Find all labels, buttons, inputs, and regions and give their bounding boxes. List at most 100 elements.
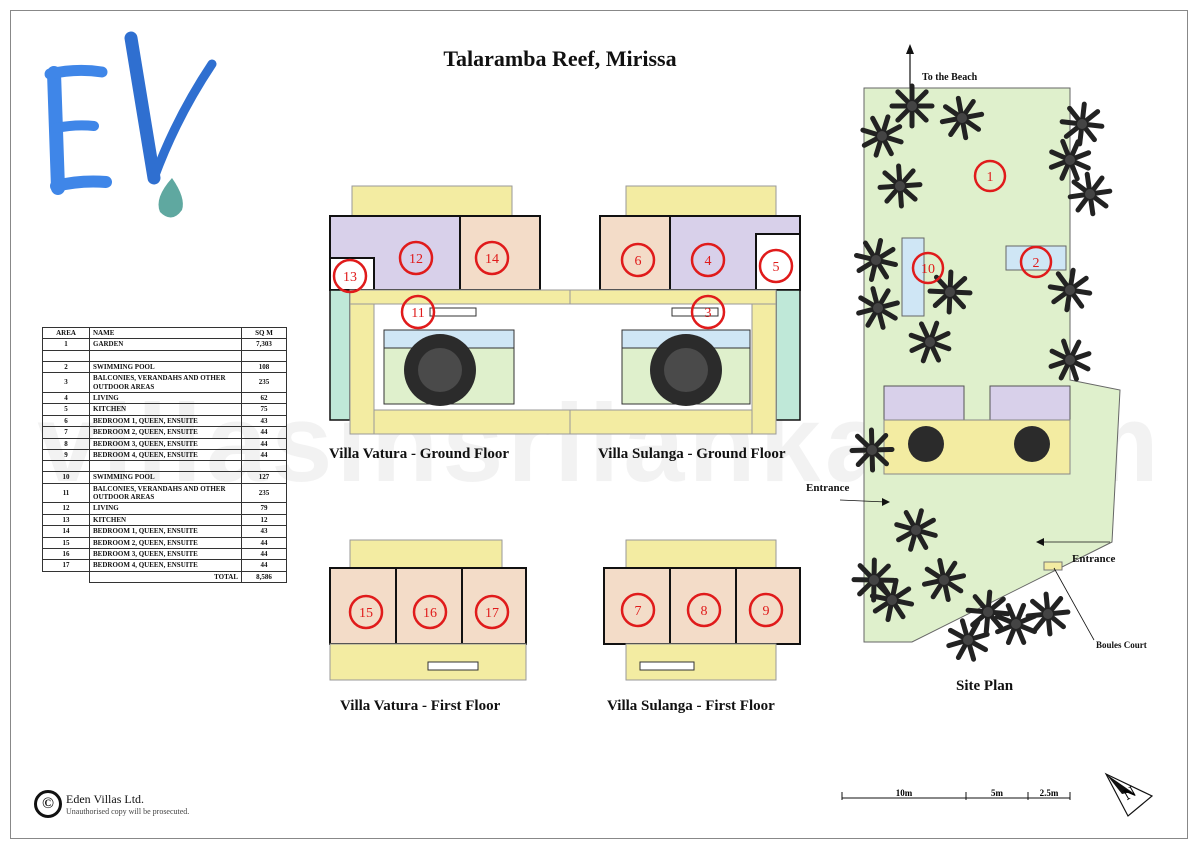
cell-sqm: 62 [241,391,287,405]
cell-name: BEDROOM 2, QUEEN, ENSUITE [89,426,242,439]
cell-name: BALCONIES, VERANDAHS AND OTHER OUTDOOR A… [89,372,242,393]
vatura-ground-floor [329,185,571,435]
scale-2-5m-label: 2.5m [1040,788,1059,798]
cell-sqm: 44 [241,426,287,439]
copyright-notice: Unauthorised copy will be prosecuted. [66,807,190,816]
cell-sqm: 12 [241,513,287,527]
cell-name: GARDEN [89,338,242,351]
palm-tree-icon [1047,267,1093,313]
compass-icon: N [1104,772,1154,817]
to-beach-label: To the Beach [922,72,978,83]
palm-tree-icon [894,508,938,552]
marker-label: 16 [423,606,437,621]
cell-name: LIVING [89,502,242,515]
marker-label: 6 [635,254,642,269]
table-row [42,349,287,362]
area-marker-17: 17 [474,594,510,630]
cell-sqm [241,460,287,473]
marker-circle [686,592,722,628]
area-marker-11: 11 [400,294,436,330]
header-sqm: SQ M [241,326,287,340]
marker-label: 9 [763,604,770,619]
area-marker-9: 9 [748,592,784,628]
cell-name: LIVING [89,391,242,405]
cell-sqm: 127 [241,471,287,484]
marker-label: 12 [409,252,423,267]
area-marker-4: 4 [690,242,726,278]
area-marker-10: 10 [911,251,945,285]
marker-circle [690,294,726,330]
boules-court-label: Boules Court [1096,640,1147,650]
cell-name [89,460,242,473]
area-marker-16: 16 [412,594,448,630]
palm-tree-icon [889,83,935,129]
cell-name: BEDROOM 1, QUEEN, ENSUITE [89,414,242,428]
caption-vatura-ground: Villa Vatura - Ground Floor [329,446,510,462]
cell-sqm: 44 [241,536,287,550]
table-header-row: AREA NAME SQ M [42,326,287,340]
cell-name: BEDROOM 1, QUEEN, ENSUITE [89,525,242,538]
ev-logo: EV [44,31,217,218]
scale-10m-label: 10m [896,788,913,798]
palm-tree-icon [1067,171,1113,217]
marker-circle [474,240,510,276]
marker-label: 15 [359,606,373,621]
entrance-label-2: Entrance [1072,553,1116,565]
cell-area: 7 [42,426,90,439]
cell-area [42,349,90,362]
caption-sulanga-first: Villa Sulanga - First Floor [607,698,775,714]
area-marker-7: 7 [620,592,656,628]
cell-area: 8 [42,437,90,450]
cell-area: 9 [42,448,90,462]
cell-area: 1 [42,338,90,351]
cell-area: 17 [42,559,90,572]
cell-sqm: 43 [241,525,287,538]
area-marker-1: 1 [973,159,1007,193]
marker-label: 14 [485,252,499,267]
header-area: AREA [42,326,90,340]
palm-tree-icon [860,114,904,158]
caption-sulanga-ground: Villa Sulanga - Ground Floor [598,446,786,462]
cell-name [89,349,242,362]
cell-sqm: 44 [241,559,287,572]
palm-tree-icon [939,95,985,141]
marker-circle [620,242,656,278]
marker-circle [690,242,726,278]
area-marker-14: 14 [474,240,510,276]
area-marker-2: 2 [1019,245,1053,279]
copyright-icon: © [34,790,62,818]
pool-2 [1005,245,1067,271]
palm-tree-icon [877,163,923,209]
marker-label: 4 [705,254,712,269]
marker-label: 3 [705,306,712,321]
marker-circle [1019,245,1053,279]
marker-label: 13 [343,270,357,285]
header-name: NAME [89,326,242,340]
area-marker-15: 15 [348,594,384,630]
marker-label: 2 [1033,256,1040,271]
cell-area: 11 [42,482,90,504]
marker-circle [332,258,368,294]
cell-sqm: 79 [241,502,287,515]
cell-area: 5 [42,403,90,416]
palm-tree-icon [1059,101,1105,147]
cell-sqm: 235 [241,372,287,393]
cell-area: 14 [42,525,90,538]
site-villas [883,385,1071,475]
palm-tree-icon [851,557,897,603]
palm-tree-icon [946,618,990,662]
palm-tree-icon [1048,338,1092,382]
cell-name: BEDROOM 4, QUEEN, ENSUITE [89,559,242,572]
cell-name: KITCHEN [89,403,242,416]
cell-sqm: 43 [241,414,287,428]
marker-circle [758,248,794,284]
